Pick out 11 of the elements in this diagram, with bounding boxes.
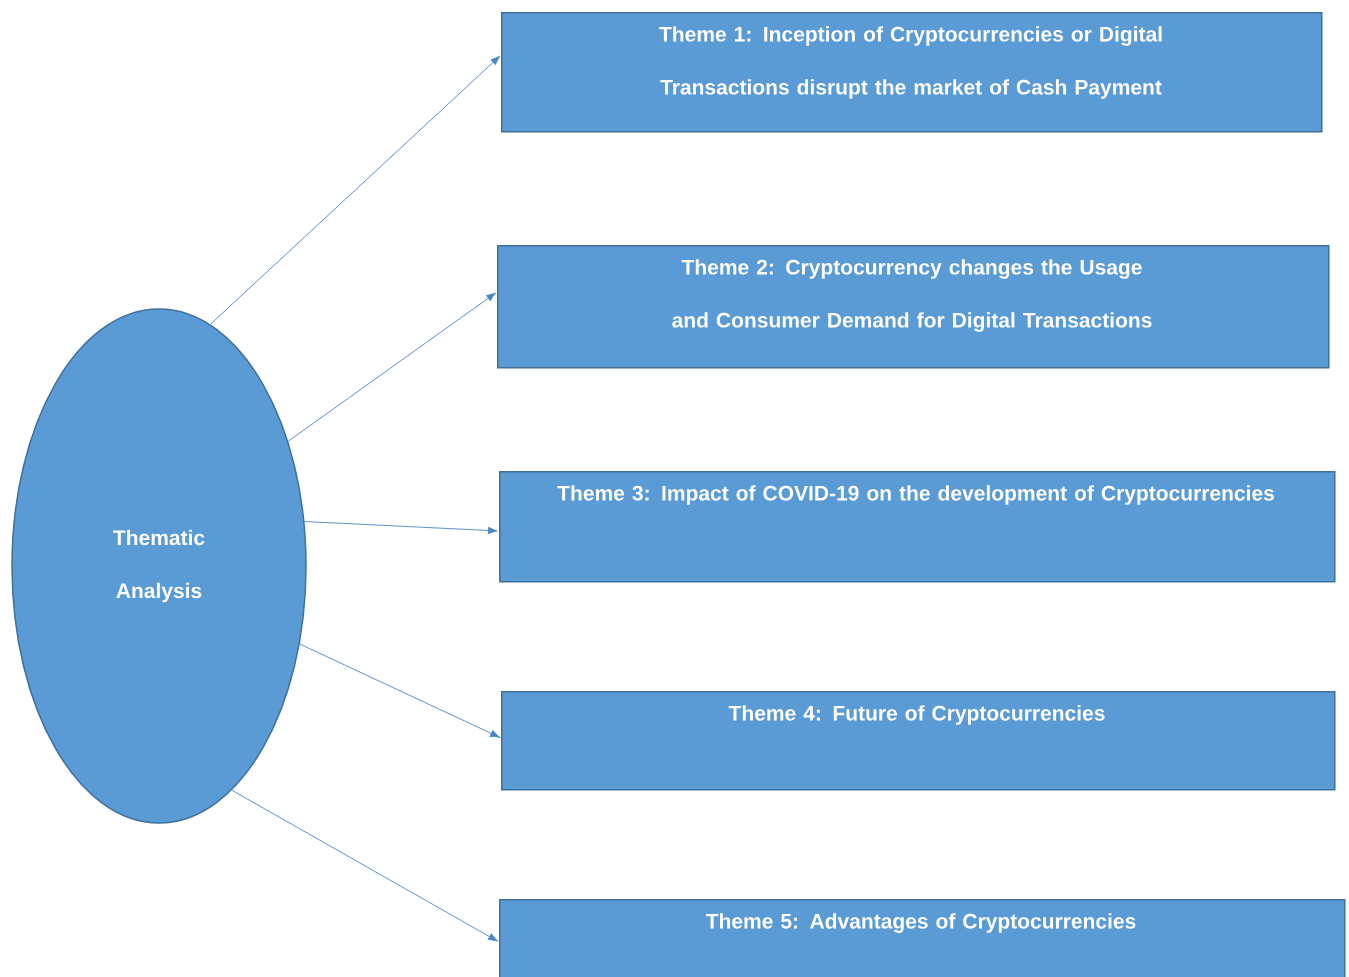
theme-box: Theme 4: Future of Cryptocurrencies <box>501 691 1336 791</box>
arrow <box>299 643 500 738</box>
theme-box: Theme 3: Impact of COVID-19 on the development of Cryptocurrencies <box>499 471 1336 583</box>
arrow <box>287 292 496 442</box>
ellipse-node: Thematic Analysis <box>11 308 307 824</box>
arrow <box>209 55 501 325</box>
arrow <box>231 789 498 942</box>
theme-box: Theme 1: Inception of Cryptocurrencies or Digital Transactions disrupt the market of Cash Payment <box>501 12 1323 133</box>
theme-box: Theme 2: Cryptocurrency changes the Usage and Consumer Demand for Digital Transactions <box>497 245 1330 369</box>
arrow <box>304 521 498 535</box>
theme-box: Theme 5: Advantages of Cryptocurrencies <box>499 899 1346 977</box>
